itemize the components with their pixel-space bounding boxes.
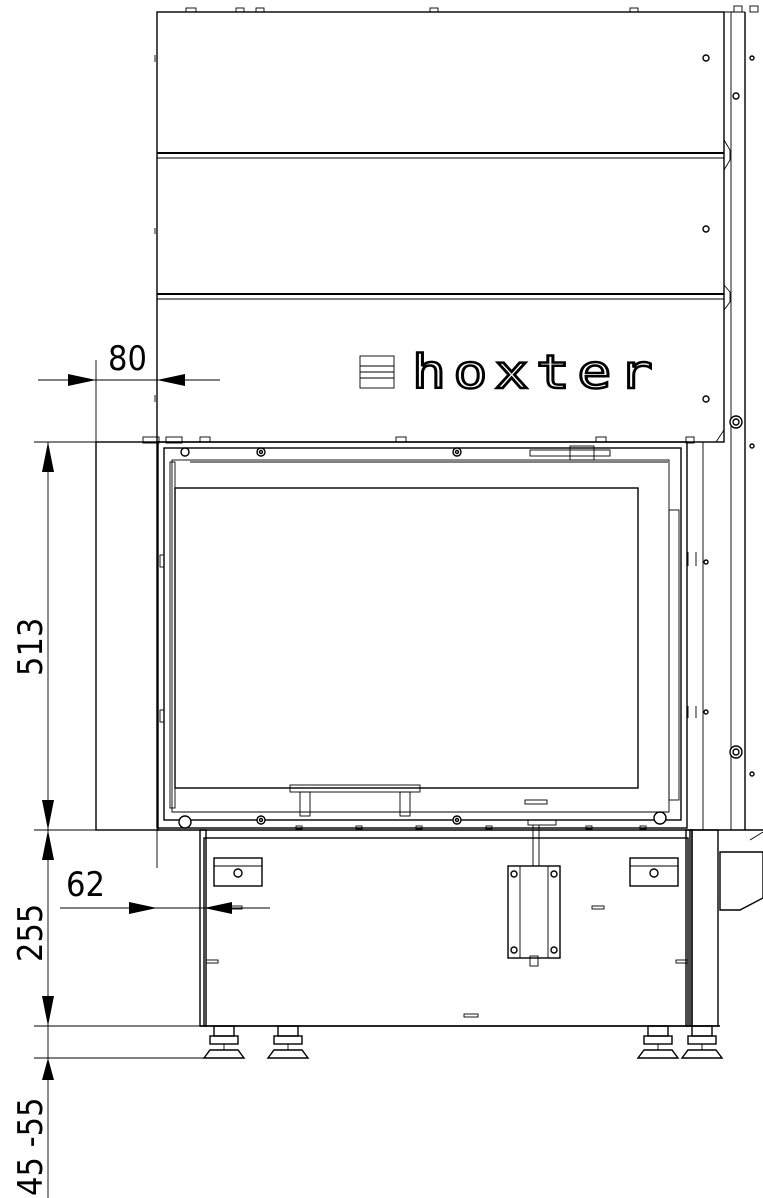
dimension-feet-range: 45 -55 <box>11 1026 244 1198</box>
logo-mark-icon <box>359 355 395 389</box>
dim-label-feet-range: 45 -55 <box>11 1097 51 1196</box>
foot-1 <box>202 1025 246 1059</box>
upper-casing <box>154 5 759 830</box>
firebox-door <box>95 436 755 831</box>
dim-label-base-height: 255 <box>11 904 51 962</box>
dim-label-base-offset: 62 <box>66 865 105 905</box>
foot-2 <box>266 1025 310 1059</box>
dimension-door-height: 513 <box>11 441 157 831</box>
adjustable-feet <box>202 1025 724 1059</box>
foot-3 <box>636 1025 680 1059</box>
hoxter-logo: hoxter <box>359 344 660 400</box>
foot-4 <box>680 1025 724 1059</box>
dimension-top-overhang: 80 <box>38 339 220 442</box>
dim-label-top-overhang: 80 <box>108 339 147 379</box>
base-pedestal <box>157 819 763 1027</box>
dimension-base-height: 255 <box>11 830 204 1027</box>
dim-label-door-height: 513 <box>11 618 51 676</box>
dimension-base-offset: 62 <box>60 830 270 914</box>
logo-wordmark: hoxter <box>412 345 660 399</box>
